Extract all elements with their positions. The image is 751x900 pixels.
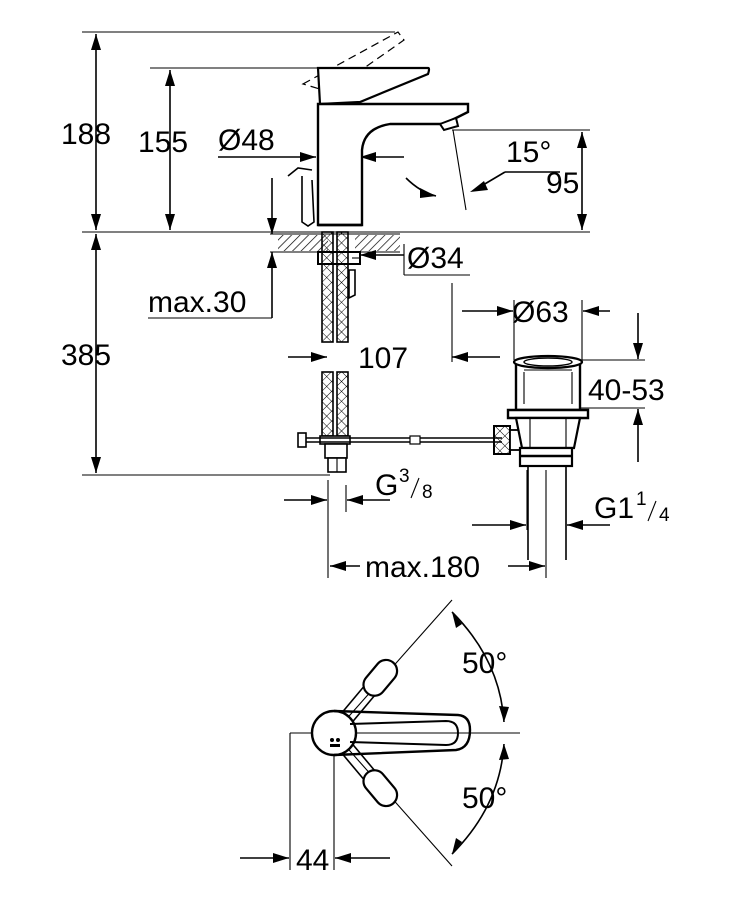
label-connection-sup: 3 xyxy=(399,466,410,487)
dim-diameter-34: Ø34 xyxy=(360,242,470,276)
lever-positions xyxy=(339,658,399,808)
dim-385: 385 xyxy=(61,234,111,473)
dim-188: 188 xyxy=(61,34,111,230)
dim-95: 95 xyxy=(546,132,587,230)
label-lever-angle-top: 50° xyxy=(462,647,507,680)
faucet-body xyxy=(287,31,470,227)
label-handle-offset: 44 xyxy=(296,844,329,877)
label-drain-thread-prefix: G1 xyxy=(594,492,634,525)
label-drain-range: 40-53 xyxy=(588,374,665,407)
label-drain-thread-sup: 1 xyxy=(636,489,647,510)
label-body-diameter: Ø48 xyxy=(218,124,275,157)
label-lever-angle-bottom: 50° xyxy=(462,782,507,815)
extension-lines xyxy=(82,31,645,578)
dim-lever-angle-top: 50° xyxy=(451,611,509,723)
dim-max-30: max.30 xyxy=(148,178,277,319)
dim-107: 107 xyxy=(288,342,500,375)
label-connection-sub: 8 xyxy=(422,482,433,503)
top-view: 50° 50° 44 xyxy=(240,599,520,877)
dim-155: 155 xyxy=(138,70,188,230)
dim-diameter-48: Ø48 xyxy=(218,124,404,162)
label-total-height: 188 xyxy=(61,118,111,151)
label-drain-diameter: Ø63 xyxy=(512,296,569,329)
faucet-top xyxy=(310,709,472,757)
label-spout-angle: 15° xyxy=(506,136,551,169)
label-drain-offset: 107 xyxy=(358,342,408,375)
dim-44: 44 xyxy=(240,844,390,877)
deck-section xyxy=(270,231,400,473)
dim-max-180: max.180 xyxy=(330,550,545,584)
label-hole-diameter: Ø34 xyxy=(407,242,464,275)
label-max-reach: max.180 xyxy=(365,551,480,584)
dim-connection-g38: G 3 8 xyxy=(284,466,433,505)
label-spout-height: 155 xyxy=(138,126,188,159)
side-view: 188 155 Ø48 15° xyxy=(61,31,670,584)
label-drain-thread-sub: 4 xyxy=(659,505,670,526)
drain-assembly xyxy=(297,354,590,560)
dim-diameter-63: Ø63 xyxy=(462,296,610,329)
label-outlet-height: 95 xyxy=(546,167,579,200)
dim-lever-angle-bottom: 50° xyxy=(451,743,509,855)
dim-drain-thread: G1 1 4 xyxy=(472,489,670,530)
dim-spout-angle: 15° xyxy=(405,129,560,211)
label-deck-thickness: max.30 xyxy=(148,286,246,319)
dim-40-53: 40-53 xyxy=(588,313,665,462)
label-connection-prefix: G xyxy=(375,469,398,502)
label-supply-length: 385 xyxy=(61,339,111,372)
